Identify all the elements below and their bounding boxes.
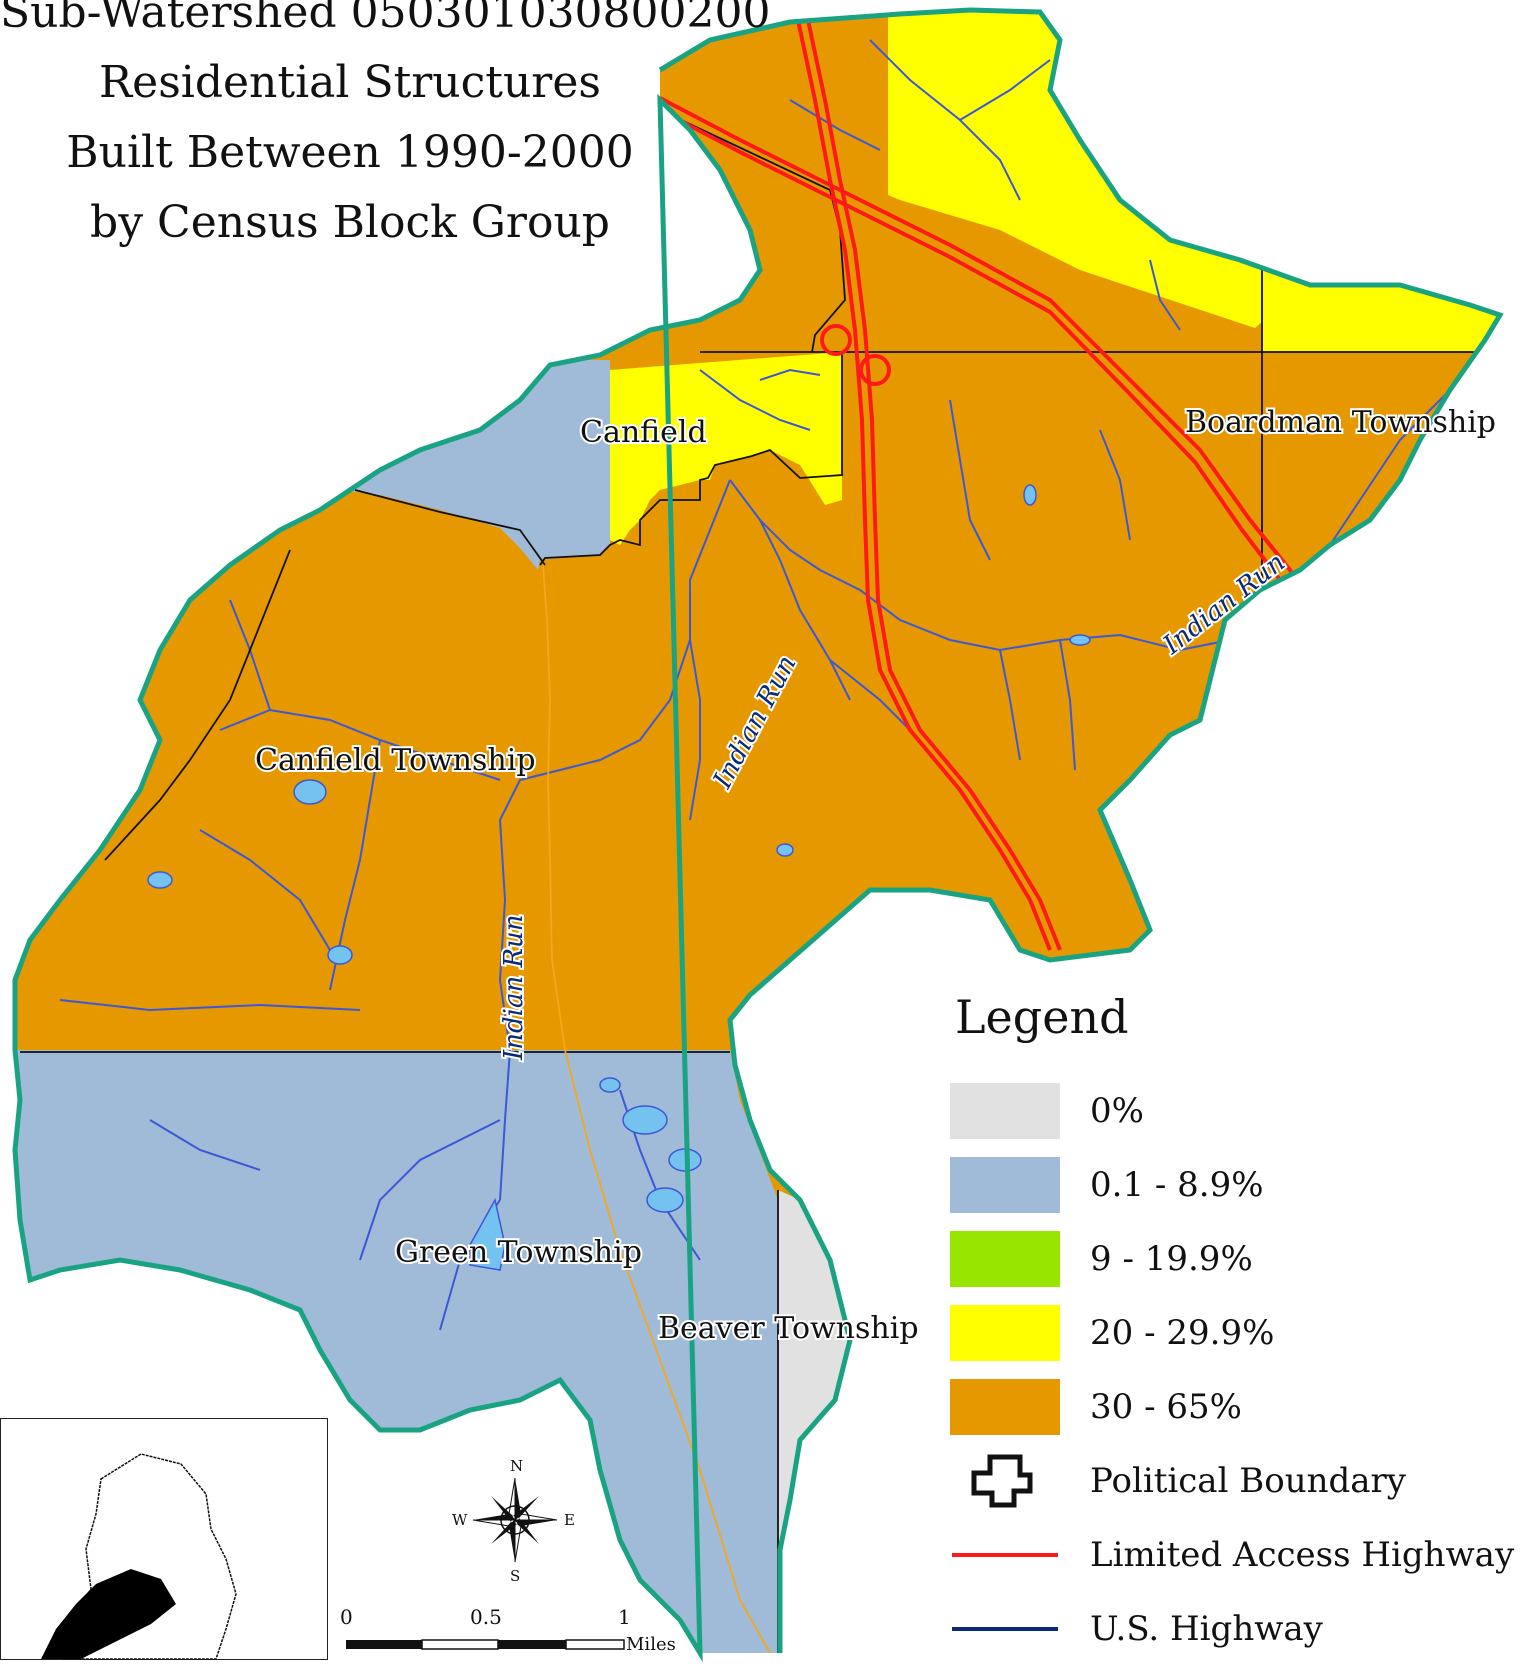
legend-swatch-0: [950, 1083, 1060, 1139]
legend-item: 0.1 - 8.9%: [950, 1148, 1520, 1222]
legend-label: Political Boundary: [1090, 1461, 1406, 1501]
highway-symbol: [950, 1527, 1060, 1583]
title-line-1: Sub-Watershed 050301030800200: [0, 0, 771, 38]
water-bodies: [147, 484, 1091, 1271]
legend-label: U.S. Highway: [1090, 1609, 1323, 1649]
legend-item: 20 - 29.9%: [950, 1296, 1520, 1370]
label-canfield: Canfield: [580, 415, 707, 450]
label-indian-run-south: Indian Run: [499, 914, 529, 1061]
legend-item: U.S. Highway: [950, 1592, 1520, 1666]
legend-item: 9 - 19.9%: [950, 1222, 1520, 1296]
scale-tick-05: 0.5: [470, 1605, 502, 1629]
title-line-3: Built Between 1990-2000: [66, 127, 634, 178]
legend-swatch-1: [950, 1157, 1060, 1213]
scale-tick-0: 0: [340, 1605, 353, 1629]
label-green-township: Green Township: [395, 1235, 642, 1270]
locator-map: [41, 1453, 237, 1660]
label-beaver-township: Beaver Township: [658, 1311, 919, 1346]
legend-swatch-2: [950, 1231, 1060, 1287]
legend: Legend 0% 0.1 - 8.9% 9 - 19.9% 20 - 29.9…: [950, 990, 1520, 1666]
us-highway-symbol: [950, 1601, 1060, 1657]
scale-units: Miles: [626, 1634, 676, 1655]
compass-s: S: [510, 1567, 520, 1585]
map-title: Sub-Watershed 050301030800200 Residentia…: [0, 0, 771, 258]
legend-label: 30 - 65%: [1090, 1387, 1242, 1427]
legend-label: 20 - 29.9%: [1090, 1313, 1275, 1353]
political-boundaries: [20, 109, 1480, 1653]
label-canfield-township: Canfield Township: [255, 743, 536, 778]
compass-w: W: [452, 1511, 468, 1529]
title-line-2: Residential Structures: [99, 57, 601, 108]
scale-tick-1: 1: [618, 1605, 631, 1629]
zone-blue-canfield: [340, 360, 610, 570]
political-boundary-symbol: [950, 1453, 1060, 1509]
legend-title: Legend: [955, 990, 1129, 1044]
title-line-4: by Census Block Group: [90, 197, 610, 248]
scale-bar: 0 0.5 1 Miles: [340, 1602, 676, 1655]
legend-item: 30 - 65%: [950, 1370, 1520, 1444]
legend-item: Limited Access Highway: [950, 1518, 1520, 1592]
watershed-boundary: [12, 7, 1504, 1663]
state-route: [542, 564, 771, 1653]
legend-label: 0%: [1090, 1091, 1144, 1131]
locator-inset: [0, 1418, 328, 1660]
limited-access-highways: [659, 19, 1317, 951]
north-arrow: N S E W: [452, 1457, 578, 1585]
compass-e: E: [564, 1511, 575, 1529]
legend-swatch-3: [950, 1305, 1060, 1361]
legend-swatch-4: [950, 1379, 1060, 1435]
legend-item: Political Boundary: [950, 1444, 1520, 1518]
legend-label: 9 - 19.9%: [1090, 1239, 1253, 1279]
legend-label: 0.1 - 8.9%: [1090, 1165, 1264, 1205]
label-boardman-township: Boardman Township: [1185, 405, 1496, 440]
legend-item: 0%: [950, 1074, 1520, 1148]
legend-label: Limited Access Highway: [1090, 1535, 1515, 1575]
compass-n: N: [510, 1457, 523, 1475]
